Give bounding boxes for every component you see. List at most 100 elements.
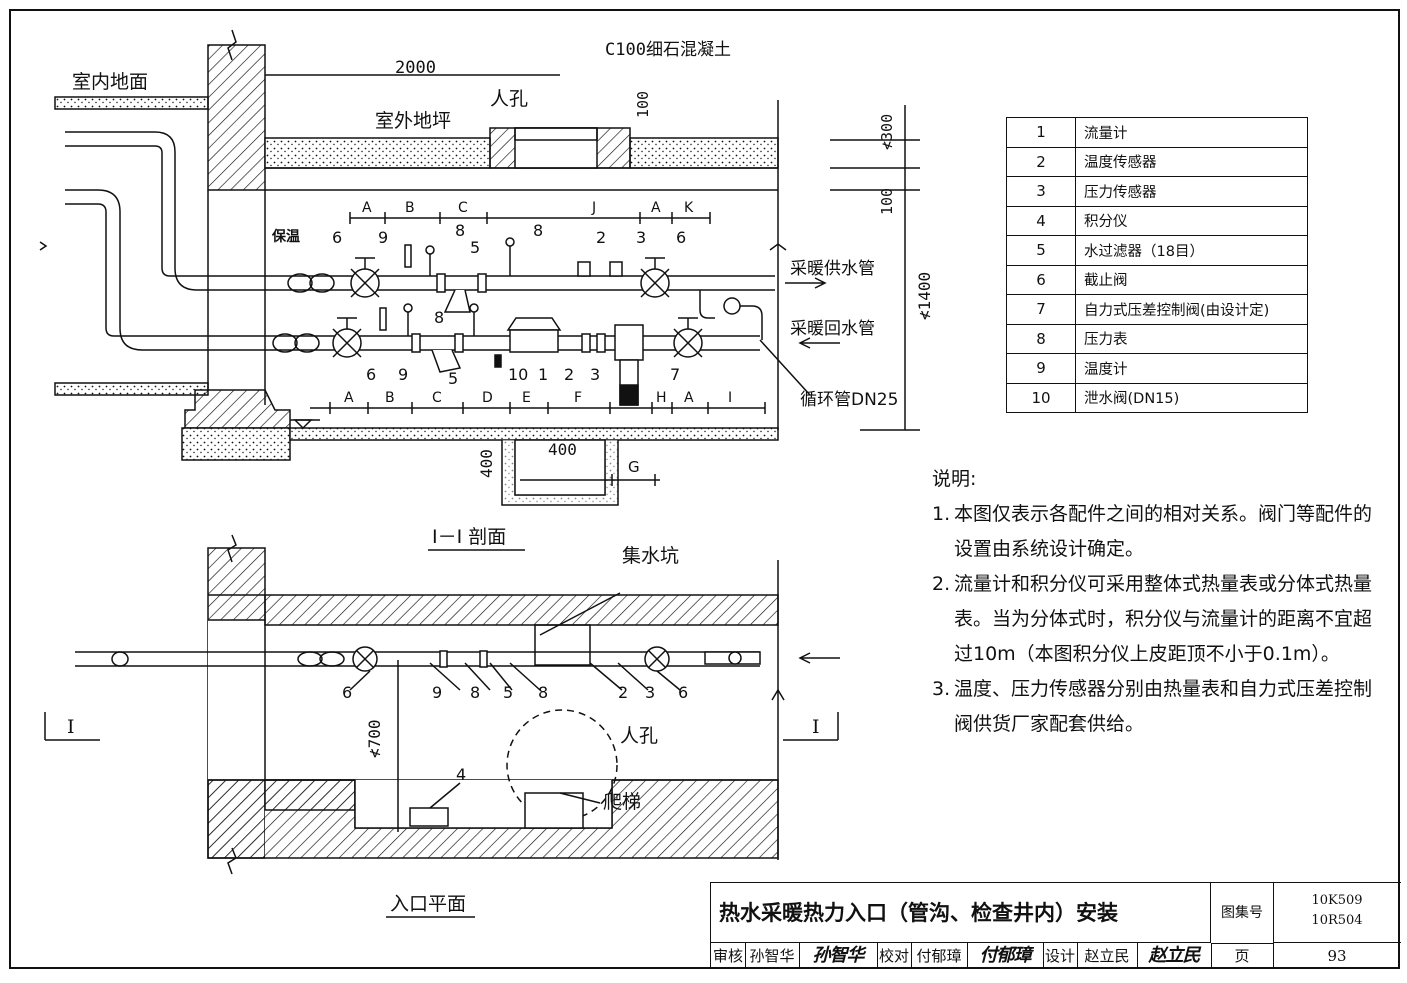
bottom-dim-a1: A: [344, 390, 354, 406]
plan-callout-9: 9: [432, 683, 442, 702]
section-labels: 室内地面 室外地坪 人孔 C100细石混凝土 保温 采暖供水管 采暖回水管 循环…: [72, 40, 934, 478]
note-item: 3.温度、压力传感器分别由热量表和自力式压差控制阀供货厂家配套供给。: [932, 672, 1382, 742]
note-number: 1.: [932, 503, 951, 525]
supply-callout-2: 2: [596, 228, 606, 247]
dimension-ticks: [329, 212, 766, 486]
indoor-floor-label: 室内地面: [72, 71, 148, 93]
supply-callout-9: 9: [378, 228, 388, 247]
drawing-title: 热水采暖热力入口（管沟、检查井内）安装: [711, 883, 1211, 943]
return-callout-2: 2: [564, 365, 574, 384]
legend-num: 3: [1006, 176, 1076, 207]
supply-pipe-label: 采暖供水管: [790, 259, 875, 279]
return-arrow: [798, 337, 840, 349]
note-item: 2.流量计和积分仪可采用整体式热量表或分体式热量表。当为分体式时，积分仪与流量计…: [932, 567, 1382, 672]
building-wall: [207, 44, 266, 191]
top-dim-k: K: [684, 200, 694, 216]
legend-num: 2: [1006, 146, 1076, 177]
trench-floor: [289, 427, 779, 441]
lower-slab: [54, 382, 209, 396]
outdoor-ground-left: [264, 137, 491, 169]
legend-text: 流量计: [1075, 117, 1308, 148]
supply-callout-3: 3: [636, 228, 646, 247]
supply-arrow: [785, 277, 827, 289]
checker-name: 付郁璋: [911, 943, 968, 969]
plan-view: [44, 534, 840, 875]
section-mark-right: I: [812, 716, 820, 738]
legend-text: 温度计: [1075, 353, 1308, 384]
set-number-label: 图集号: [1211, 883, 1274, 944]
legend-num: 7: [1006, 294, 1076, 325]
reviewer-signature: 孙智华: [799, 943, 878, 969]
note-text: 流量计和积分仪可采用整体式热量表或分体式热量表。当为分体式时，积分仪与流量计的距…: [954, 573, 1373, 665]
outdoor-floor-label: 室外地坪: [375, 110, 451, 132]
plan-title: 入口平面: [390, 893, 466, 915]
sump-label: 集水坑: [622, 545, 679, 567]
legend-text: 水过滤器（18目）: [1075, 235, 1308, 266]
dim-100-right: 100: [878, 188, 896, 215]
return-callout-1: 1: [538, 365, 548, 384]
dim-400-v: 400: [477, 449, 496, 478]
supply-callout-6a: 6: [332, 228, 342, 247]
note-text: 本图仅表示各配件之间的相对关系。阀门等配件的设置由系统设计确定。: [954, 503, 1373, 560]
return-callout-10: 10: [508, 365, 528, 384]
plan-callout-3: 3: [645, 683, 655, 702]
bottom-dim-h: H: [656, 390, 667, 406]
manhole-label: 人孔: [490, 88, 528, 110]
section-mark-left: I: [67, 716, 75, 738]
page-label: 页: [1211, 943, 1274, 969]
return-callout-6: 6: [366, 365, 376, 384]
return-callout-9: 9: [398, 365, 408, 384]
plan-flow-arrow: [798, 652, 840, 664]
return-callout-8: 8: [434, 308, 444, 327]
top-dim-j: J: [591, 200, 596, 216]
design-label: 设计: [1043, 943, 1078, 969]
dim-100-top: 100: [634, 91, 652, 118]
legend-num: 9: [1006, 353, 1076, 384]
plan-top-wall: [264, 594, 779, 626]
check-label: 校对: [877, 943, 912, 969]
designer-signature: 赵立民: [1137, 943, 1212, 969]
outdoor-ground-right: [629, 137, 779, 169]
supply-callout-5: 5: [470, 238, 480, 257]
insulation-label: 保温: [271, 228, 300, 245]
bottom-dim-i: I: [728, 390, 732, 406]
plan-callout-6a: 6: [342, 683, 352, 702]
plan-callout-6b: 6: [678, 683, 688, 702]
top-dim-c: C: [458, 200, 468, 216]
legend-num: 6: [1006, 264, 1076, 295]
legend-num: 8: [1006, 323, 1076, 354]
dim-g: G: [628, 458, 640, 476]
legend-text: 积分仪: [1075, 205, 1308, 236]
section-view: [39, 29, 920, 506]
legend-num: 10: [1006, 382, 1076, 413]
legend-text: 温度传感器: [1075, 146, 1308, 177]
signature-row: 审核 孙智华 孙智华 校对 付郁璋 付郁璋 设计 赵立民 赵立民 页 93: [711, 943, 1401, 969]
legend-text: 自力式压差控制阀(由设计定): [1075, 294, 1308, 325]
supply-callout-8a: 8: [455, 221, 465, 240]
note-text: 温度、压力传感器分别由热量表和自力式压差控制阀供货厂家配套供给。: [954, 678, 1373, 735]
title-block: 热水采暖热力入口（管沟、检查井内）安装 图集号 10K509 10R504 审核…: [710, 882, 1401, 969]
bottom-dim-d: D: [482, 390, 493, 406]
return-callout-5: 5: [448, 369, 458, 388]
integrator-callout: 4: [456, 765, 466, 784]
checker-signature: 付郁璋: [967, 943, 1044, 969]
set-number: 10K509: [1311, 893, 1363, 908]
bottom-dim-c: C: [432, 390, 442, 406]
review-label: 审核: [711, 943, 746, 969]
note-item: 1.本图仅表示各配件之间的相对关系。阀门等配件的设置由系统设计确定。: [932, 497, 1382, 567]
section-title: I－I 剖面: [432, 526, 506, 548]
footing-base: [181, 427, 291, 461]
return-pipe-label: 采暖回水管: [790, 319, 875, 339]
dim-1400: ≮1400: [915, 272, 934, 320]
plan-labels: 集水坑 人孔 爬梯 ≮700 4 I I 6 9 8 5 8 2 3 6: [67, 545, 820, 813]
